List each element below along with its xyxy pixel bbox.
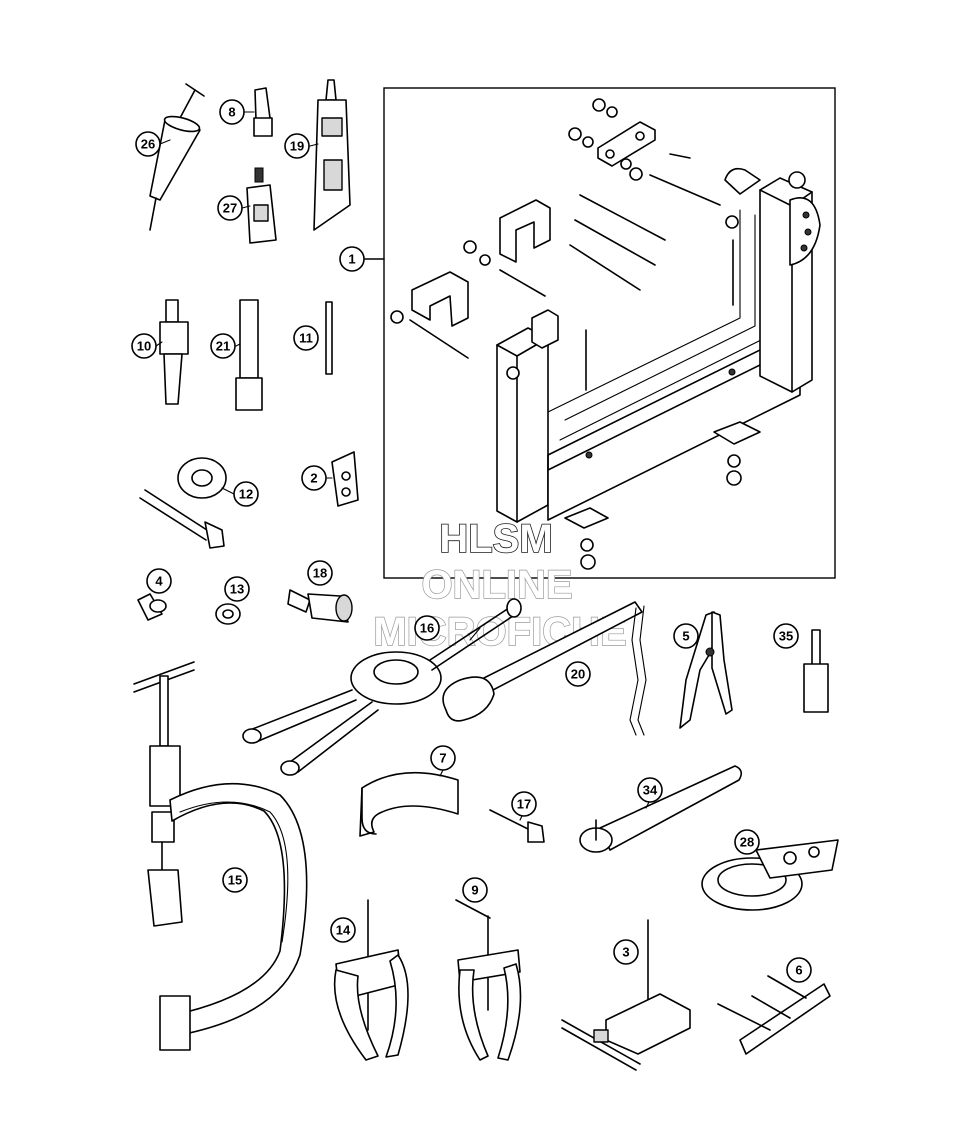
tool-5-circlip-pliers	[679, 611, 733, 729]
tool-16-holder	[242, 598, 522, 776]
callout-28: 28	[734, 829, 760, 855]
callout-27: 27	[217, 195, 243, 221]
callout-5-label: 5	[682, 629, 689, 644]
callout-9-label: 9	[471, 883, 478, 898]
callout-19: 19	[284, 133, 310, 159]
callout-16: 16	[414, 615, 440, 641]
tool-7-ring	[359, 771, 459, 837]
tool-18-adapter	[287, 589, 353, 623]
callout-19-label: 19	[290, 139, 304, 154]
tool-34-spanner	[579, 765, 743, 853]
engine-stand-frame-box	[364, 87, 836, 579]
callout-26: 26	[135, 131, 161, 157]
engine-stand-drawing	[390, 98, 821, 570]
tool-20-chain-wrench	[442, 601, 647, 736]
callout-16-label: 16	[420, 621, 434, 636]
tool-19-sealant-tube	[313, 79, 351, 231]
callout-3-label: 3	[622, 945, 629, 960]
callout-15-label: 15	[228, 873, 242, 888]
tool-35-stepped-pin	[803, 629, 829, 713]
callout-21: 21	[210, 333, 236, 359]
callout-2: 2	[301, 465, 327, 491]
callout-13-label: 13	[230, 582, 244, 597]
callout-14-label: 14	[336, 923, 351, 938]
callout-12: 12	[233, 481, 259, 507]
callout-8-label: 8	[228, 105, 235, 120]
watermark-line-2: ONLINE	[421, 563, 572, 607]
tool-21-socket	[235, 299, 263, 411]
callout-7-label: 7	[439, 751, 446, 766]
callout-34: 34	[637, 777, 663, 803]
tool-27-threadlocker	[246, 167, 277, 244]
tool-26-grease-syringe	[149, 83, 205, 231]
callout-17-label: 17	[517, 797, 531, 812]
tool-4-sleeve	[137, 593, 167, 621]
callout-12-label: 12	[239, 487, 253, 502]
callout-6-label: 6	[795, 963, 802, 978]
callout-6: 6	[786, 957, 812, 983]
callout-15: 15	[222, 867, 248, 893]
callout-28-label: 28	[740, 835, 754, 850]
callout-17: 17	[511, 791, 537, 817]
tool-28-holder	[701, 839, 839, 911]
callout-11-label: 11	[299, 331, 313, 346]
callout-5: 5	[673, 623, 699, 649]
callout-4-label: 4	[155, 574, 163, 589]
callout-14: 14	[330, 917, 356, 943]
callout-18-label: 18	[313, 566, 327, 581]
callout-27-label: 27	[223, 201, 237, 216]
tool-10-puller	[159, 299, 189, 405]
callout-21-label: 21	[216, 339, 230, 354]
callout-20-label: 20	[571, 667, 585, 682]
callout-35-label: 35	[779, 629, 793, 644]
callout-9: 9	[462, 877, 488, 903]
callout-1-label: 1	[348, 252, 355, 267]
callout-7: 7	[430, 745, 456, 771]
callout-11: 11	[293, 325, 319, 351]
callout-20: 20	[565, 661, 591, 687]
watermark-line-1: HLSM	[439, 517, 552, 561]
tool-13-nut	[215, 603, 241, 625]
callout-1: 1	[339, 246, 365, 272]
callout-4: 4	[146, 568, 172, 594]
callout-2-label: 2	[310, 471, 317, 486]
tool-15-valve-spring-compressor	[133, 661, 308, 1051]
callout-10: 10	[131, 333, 157, 359]
callout-34-label: 34	[643, 783, 658, 798]
tool-11-pin	[325, 301, 333, 375]
tool-8-cap	[253, 87, 273, 137]
callout-3: 3	[613, 939, 639, 965]
tool-12-bolt-and-bearing	[139, 457, 227, 549]
tool-9-puller	[455, 899, 522, 1061]
tool-17-gauge	[489, 809, 545, 843]
tool-3-chain-breaker	[561, 919, 691, 1071]
callout-13: 13	[224, 576, 250, 602]
callout-18: 18	[307, 560, 333, 586]
tool-2-bracket	[331, 451, 359, 507]
tool-6-plate	[717, 975, 831, 1055]
callout-35: 35	[773, 623, 799, 649]
callout-8: 8	[219, 99, 245, 125]
tool-14-puller	[333, 899, 409, 1061]
callout-26-label: 26	[141, 137, 155, 152]
callout-10-label: 10	[137, 339, 151, 354]
